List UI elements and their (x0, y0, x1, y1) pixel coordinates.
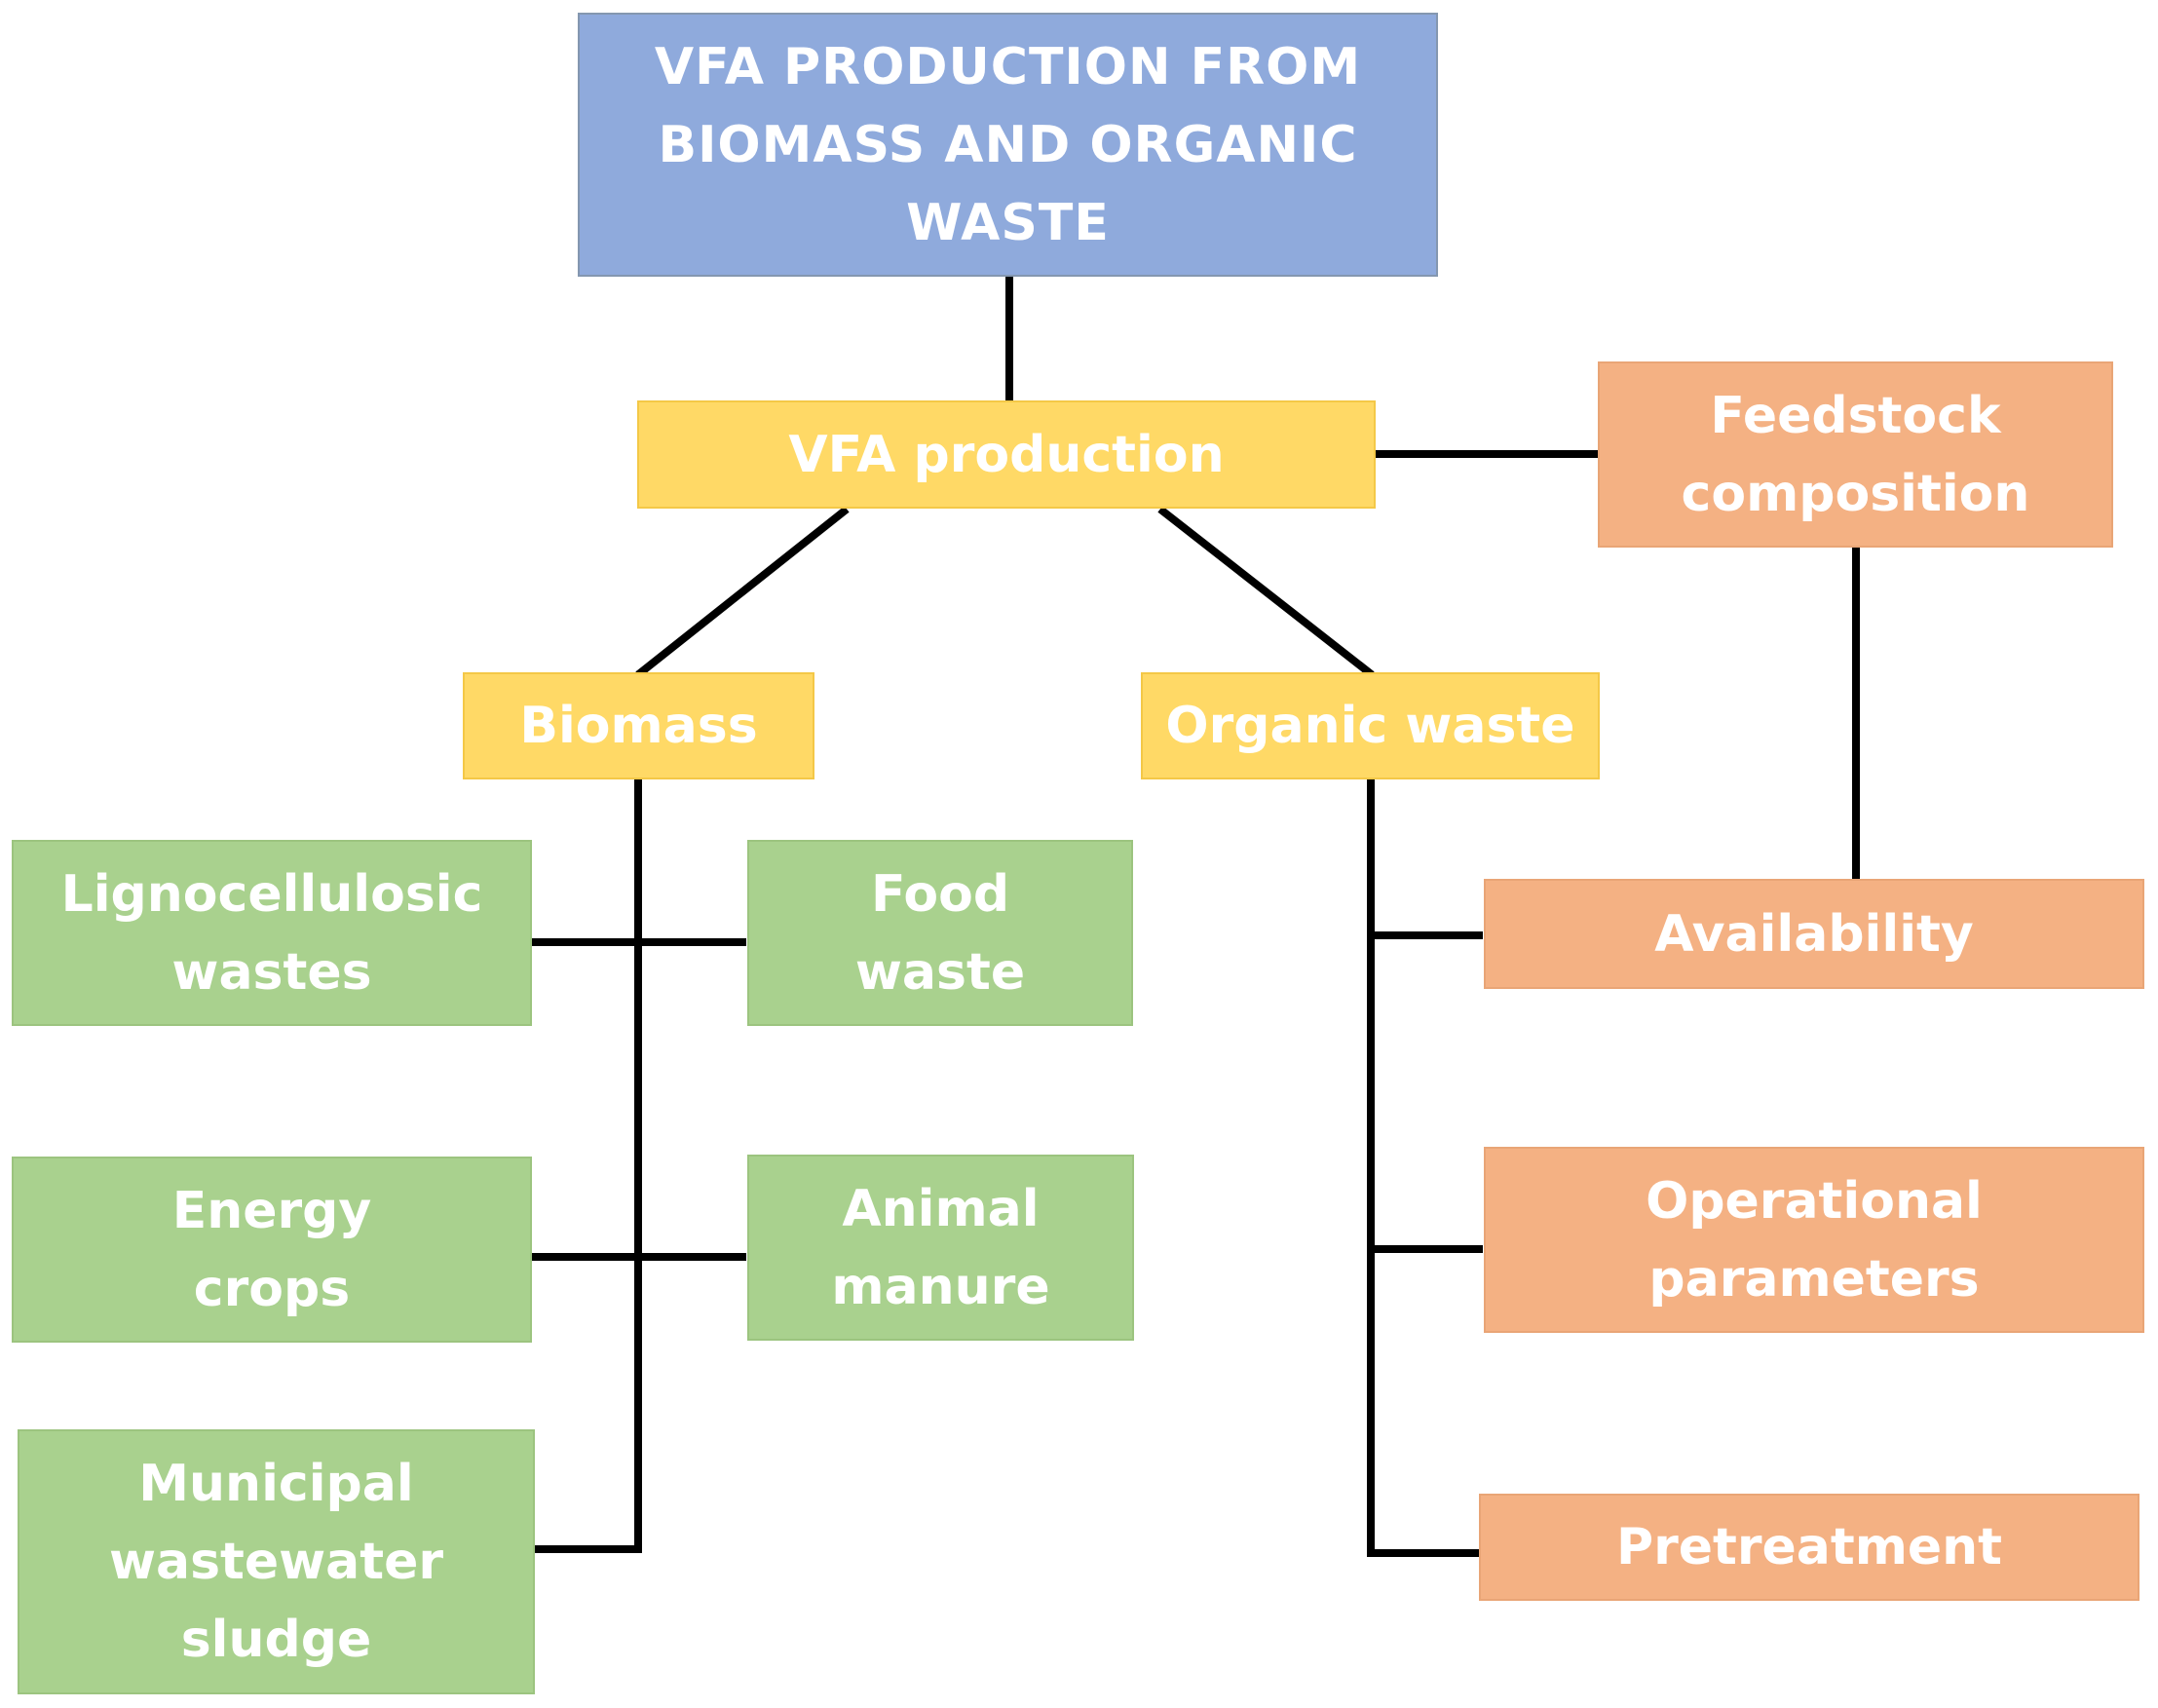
biomass-box: Biomass (463, 672, 814, 779)
availability-box: Availability (1484, 879, 2144, 989)
organic-waste-box: Organic waste (1141, 672, 1600, 779)
organic-waste-label: Organic waste (1165, 697, 1575, 755)
vfa-production-box: VFA production (637, 400, 1376, 509)
food-waste-box: Food waste (747, 840, 1133, 1026)
feedstock-composition-box: Feedstock composition (1598, 361, 2113, 548)
pretreatment-box: Pretreatment (1479, 1494, 2139, 1601)
energy-crops-label: Energy crops (171, 1181, 372, 1318)
animal-manure-label: Animal manure (831, 1179, 1050, 1316)
connector-vfa-to-biomass (635, 506, 850, 678)
availability-label: Availability (1654, 904, 1974, 964)
operational-parameters-box: Operational parameters (1484, 1147, 2144, 1333)
biomass-label: Biomass (519, 697, 758, 755)
title-box: VFA PRODUCTION FROM BIOMASS AND ORGANIC … (578, 13, 1438, 277)
animal-manure-box: Animal manure (747, 1155, 1134, 1341)
lignocellulosic-wastes-box: Lignocellulosic wastes (12, 840, 532, 1026)
energy-crops-box: Energy crops (12, 1157, 532, 1343)
food-waste-label: Food waste (854, 864, 1026, 1002)
lignocellulosic-wastes-label: Lignocellulosic wastes (60, 864, 483, 1002)
vfa-production-label: VFA production (788, 425, 1225, 484)
feedstock-composition-label: Feedstock composition (1681, 386, 2030, 523)
municipal-sludge-box: Municipal wastewater sludge (18, 1429, 535, 1694)
title-text: VFA PRODUCTION FROM BIOMASS AND ORGANIC … (654, 37, 1362, 252)
connector-vfa-to-organic-waste (1157, 506, 1375, 678)
pretreatment-label: Pretreatment (1615, 1518, 2003, 1576)
municipal-sludge-label: Municipal wastewater sludge (108, 1455, 444, 1669)
operational-parameters-label: Operational parameters (1646, 1171, 1983, 1309)
